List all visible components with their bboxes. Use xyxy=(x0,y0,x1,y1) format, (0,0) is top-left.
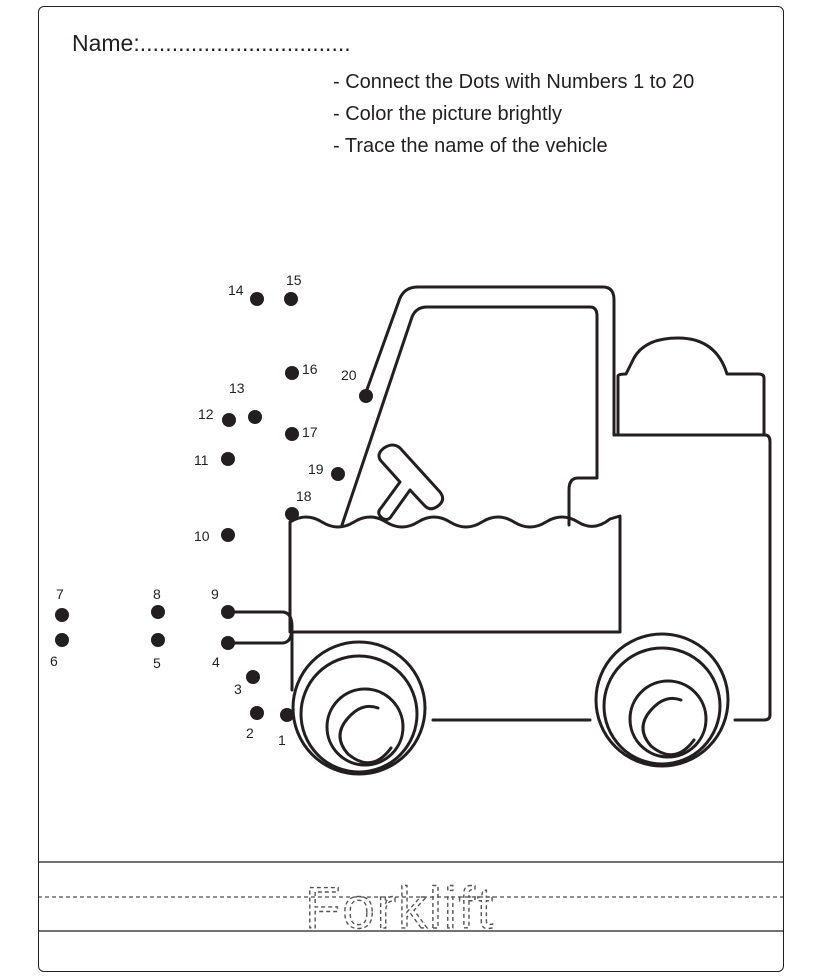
dot-label-20: 20 xyxy=(341,367,357,383)
cab-frame-outer xyxy=(363,285,616,437)
dot-20 xyxy=(359,389,373,403)
cab-frame-inner xyxy=(340,305,599,527)
dot-label-15: 15 xyxy=(286,272,302,288)
dot-19 xyxy=(331,467,345,481)
dot-3 xyxy=(246,670,260,684)
dot-8 xyxy=(151,605,165,619)
dot-5 xyxy=(151,633,165,647)
instruction-connect-dots: - Connect the Dots with Numbers 1 to 20 xyxy=(333,71,695,93)
instructions-list: - Connect the Dots with Numbers 1 to 20 … xyxy=(333,66,694,162)
dot-17 xyxy=(285,427,299,441)
front-wheel-outer xyxy=(291,640,427,776)
dot-2 xyxy=(250,706,264,720)
rear-wheel-rim xyxy=(628,679,708,759)
fork-tines xyxy=(228,610,294,645)
body-panel xyxy=(288,514,622,634)
dot-6 xyxy=(55,633,69,647)
name-field-label: Name:................................. xyxy=(72,30,351,56)
dot-9 xyxy=(221,605,235,619)
dot-16 xyxy=(285,366,299,380)
dot-label-12: 12 xyxy=(198,406,214,422)
trace-word-forklift: Forklift xyxy=(305,876,495,941)
dot-label-19: 19 xyxy=(308,461,324,477)
dot-14 xyxy=(250,292,264,306)
dot-label-6: 6 xyxy=(50,653,58,669)
dot-13 xyxy=(248,410,262,424)
rear-wheel-outer xyxy=(594,632,730,768)
front-wheel-rim xyxy=(325,687,405,767)
dot-label-14: 14 xyxy=(228,282,244,298)
rear-wheel-tire xyxy=(602,646,722,766)
instruction-trace-name: - Trace the name of the vehicle xyxy=(333,135,608,157)
dot-11 xyxy=(221,452,235,466)
rear-wheel-hub xyxy=(641,696,696,757)
front-wheel-hub xyxy=(338,704,393,765)
dot-1 xyxy=(280,708,294,722)
dot-label-4: 4 xyxy=(212,654,220,670)
dot-label-1: 1 xyxy=(278,732,286,748)
dot-7 xyxy=(55,608,69,622)
dot-points xyxy=(55,292,373,722)
dot-label-13: 13 xyxy=(229,380,245,396)
steering-wheel xyxy=(377,443,445,522)
rear-body xyxy=(612,433,772,722)
dot-18 xyxy=(285,507,299,521)
front-wheel-tire xyxy=(299,654,419,774)
dot-4 xyxy=(221,636,235,650)
dot-label-8: 8 xyxy=(153,586,161,602)
dot-number-labels: 1 2 3 4 5 6 7 8 9 10 11 12 13 14 15 16 1… xyxy=(50,272,357,748)
dot-label-10: 10 xyxy=(194,528,210,544)
instruction-color-picture: - Color the picture brightly xyxy=(333,103,562,125)
dot-label-5: 5 xyxy=(153,655,161,671)
worksheet-border xyxy=(38,6,784,972)
dot-label-9: 9 xyxy=(211,586,219,602)
dot-label-3: 3 xyxy=(234,681,242,697)
dot-label-17: 17 xyxy=(302,424,318,440)
dot-label-7: 7 xyxy=(56,586,64,602)
dot-label-2: 2 xyxy=(246,725,254,741)
dot-15 xyxy=(284,292,298,306)
dot-10 xyxy=(221,528,235,542)
dot-label-16: 16 xyxy=(302,361,318,377)
dot-label-18: 18 xyxy=(296,488,312,504)
cargo-mound xyxy=(616,336,766,437)
tracing-lines xyxy=(38,861,784,932)
dot-12 xyxy=(222,413,236,427)
dot-label-11: 11 xyxy=(194,452,209,468)
